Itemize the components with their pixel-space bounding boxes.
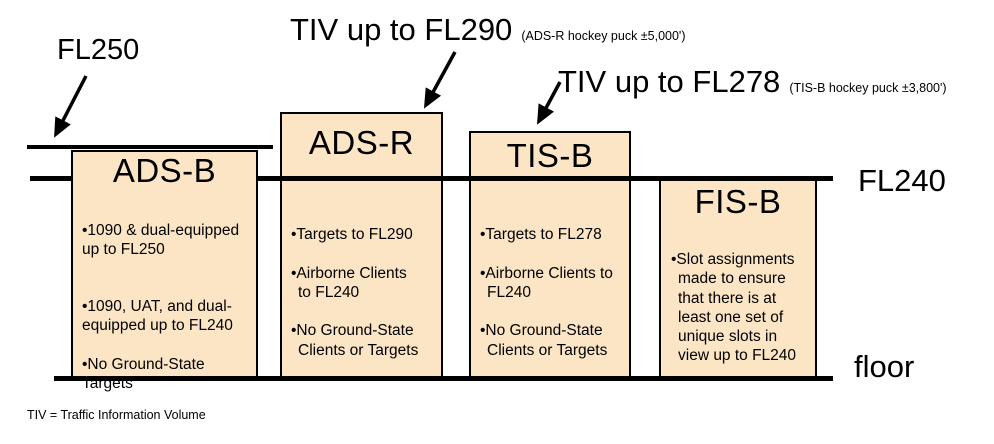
ads-r-title: ADS-R <box>308 124 415 161</box>
ads-r-hockey-puck-note: (ADS-R hockey puck ±5,000') <box>521 29 686 43</box>
bullet-item: •Targets to FL290 <box>291 226 413 244</box>
bullet-item: •No Ground-State Clients or Targets <box>480 322 608 359</box>
fis-b-title: FIS-B <box>694 183 782 220</box>
bullet-item: •No Ground-State Targets <box>82 355 205 392</box>
ads-r-bullets: •Targets to FL290 •Airborne Clients to F… <box>291 206 437 379</box>
bullet-item: •1090 & dual-equipped up to FL250 <box>82 222 240 259</box>
fl240-label: FL240 <box>858 163 946 198</box>
tiv-fl278-arrow-icon <box>537 81 562 125</box>
bullet-item: •Airborne Clients to FL240 <box>480 264 613 301</box>
fis-b-bullets: •Slot assignments made to ensure that th… <box>671 231 811 385</box>
tiv-fl278-label: TIV up to FL278 <box>558 64 781 99</box>
fl250-level-line <box>27 145 273 149</box>
bullet-item: •1090, UAT, and dual- equipped up to FL2… <box>82 297 233 335</box>
fl240-level-line <box>30 176 833 181</box>
ads-r-box: ADS-R •Targets to FL290 •Airborne Client… <box>280 112 443 378</box>
fl250-arrow-icon <box>54 75 88 138</box>
tis-b-bullets: •Targets to FL278 •Airborne Clients to F… <box>480 206 625 379</box>
tis-b-hockey-puck-note: (TIS-B hockey puck ±3,800') <box>789 81 947 95</box>
tis-b-box: TIS-B •Targets to FL278 •Airborne Client… <box>469 131 631 378</box>
bullet-item: •No Ground-State Clients or Targets <box>291 322 419 359</box>
tiv-fl290-arrow-icon <box>423 51 457 109</box>
tiv-fl278-annotation: TIV up to FL278 (TIS-B hockey puck ±3,80… <box>558 64 947 100</box>
floor-level-line <box>54 376 833 381</box>
bullet-item: •Slot assignments made to ensure that th… <box>671 251 797 365</box>
fis-b-box: FIS-B •Slot assignments made to ensure t… <box>659 179 817 378</box>
tiv-fl290-label: TIV up to FL290 <box>290 12 513 47</box>
fl250-label: FL250 <box>57 34 140 66</box>
tiv-fl290-annotation: TIV up to FL290 (ADS-R hockey puck ±5,00… <box>290 12 686 48</box>
bullet-item: •Targets to FL278 <box>480 226 602 244</box>
bullet-item: •Airborne Clients to FL240 <box>291 264 407 301</box>
tiv-footnote: TIV = Traffic Information Volume <box>27 408 206 422</box>
tis-b-title: TIS-B <box>506 137 594 174</box>
ads-b-box: ADS-B •1090 & dual-equipped up to FL250 … <box>71 150 258 392</box>
ads-b-title: ADS-B <box>112 152 217 189</box>
floor-label: floor <box>854 349 915 384</box>
ads-b-bullets: •1090 & dual-equipped up to FL250 •1090,… <box>82 202 252 412</box>
